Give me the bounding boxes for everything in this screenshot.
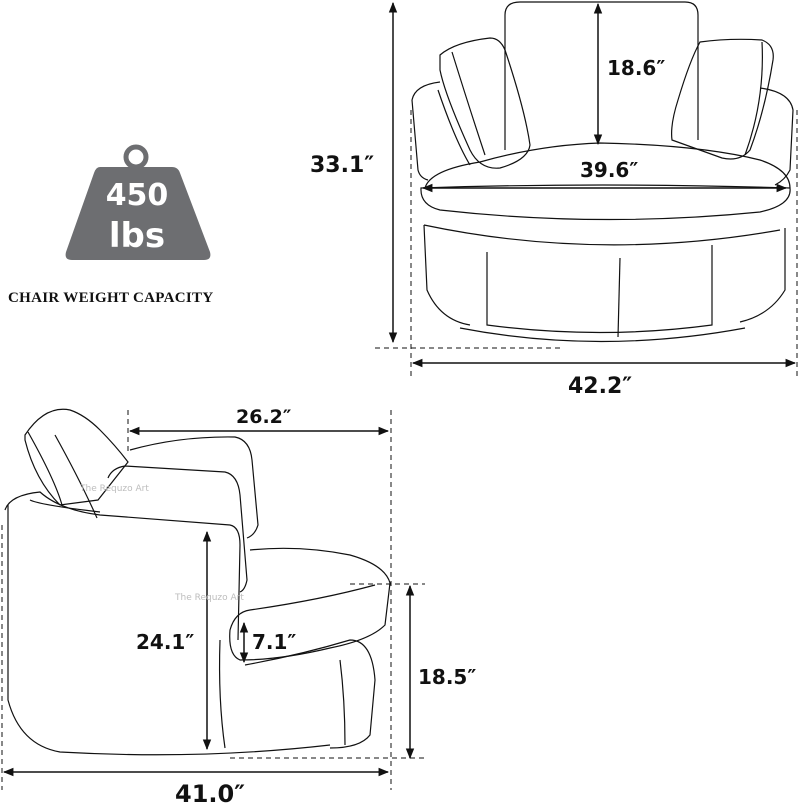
- total-height-label: 33.1″: [310, 153, 375, 178]
- front-view-guide-lines: [375, 110, 798, 380]
- weight-value: 450: [105, 178, 169, 213]
- side-view-guide-lines: [1, 410, 425, 790]
- total-width-label: 42.2″: [568, 374, 633, 399]
- cushion-thickness-label: 7.1″: [252, 630, 297, 654]
- seat-width-label: 39.6″: [580, 158, 639, 182]
- total-depth-label: 41.0″: [175, 780, 245, 808]
- arm-height-label: 24.1″: [136, 630, 195, 654]
- weight-capacity-caption: CHAIR WEIGHT CAPACITY: [8, 290, 214, 306]
- seat-height-label: 18.5″: [418, 665, 477, 689]
- side-view-dimension-lines: [2, 426, 415, 777]
- weight-icon: [65, 144, 211, 260]
- side-view-chair: [4, 408, 391, 756]
- watermark: The Requzo Art: [80, 484, 149, 494]
- watermark: The Requzo Art: [175, 593, 244, 603]
- back-height-label: 18.6″: [607, 56, 666, 80]
- front-view-dimension-lines: [388, 1, 797, 368]
- seat-depth-label: 26.2″: [236, 406, 292, 428]
- weight-unit: lbs: [108, 216, 166, 256]
